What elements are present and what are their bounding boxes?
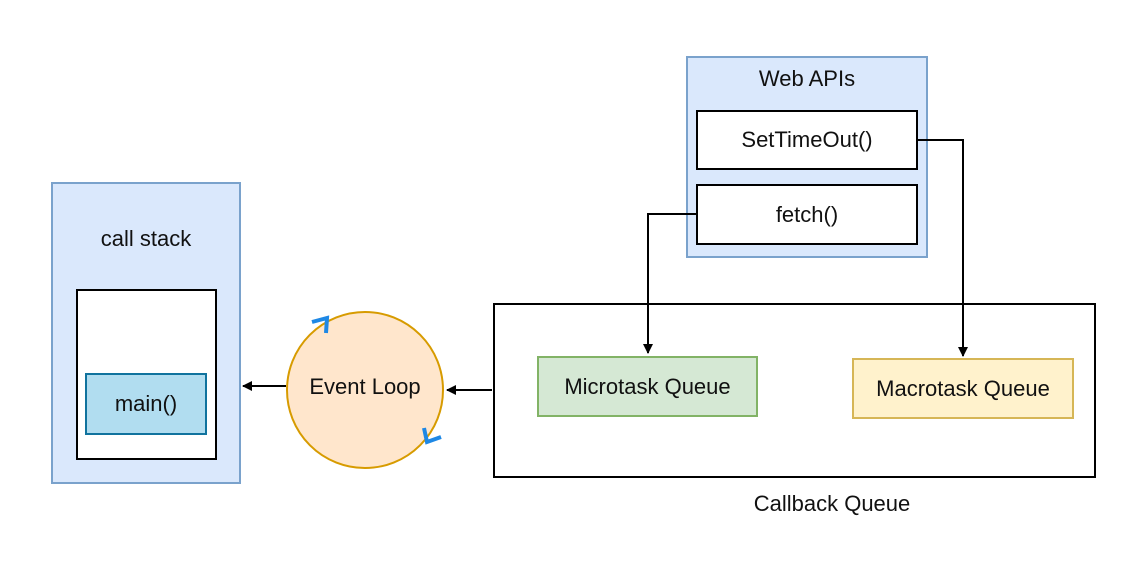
loop-arrow-bottom-icon bbox=[422, 427, 442, 445]
arrow-fetch-to-microtask bbox=[643, 213, 696, 354]
event-loop-circle bbox=[286, 311, 444, 469]
arrow-settimeout-to-macrotask bbox=[918, 139, 968, 357]
settimeout-api: SetTimeOut() bbox=[696, 110, 918, 170]
web-apis-title: Web APIs bbox=[758, 66, 856, 91]
loop-arrow-top-icon bbox=[311, 315, 330, 334]
call-stack-title: call stack bbox=[100, 226, 192, 251]
macrotask-queue: Macrotask Queue bbox=[852, 358, 1074, 419]
callback-queue-label: Callback Queue bbox=[753, 491, 911, 516]
event-loop-label: Event Loop bbox=[309, 374, 421, 399]
fetch-api: fetch() bbox=[696, 184, 918, 245]
main-frame: main() bbox=[85, 373, 207, 435]
microtask-queue: Microtask Queue bbox=[537, 356, 758, 417]
